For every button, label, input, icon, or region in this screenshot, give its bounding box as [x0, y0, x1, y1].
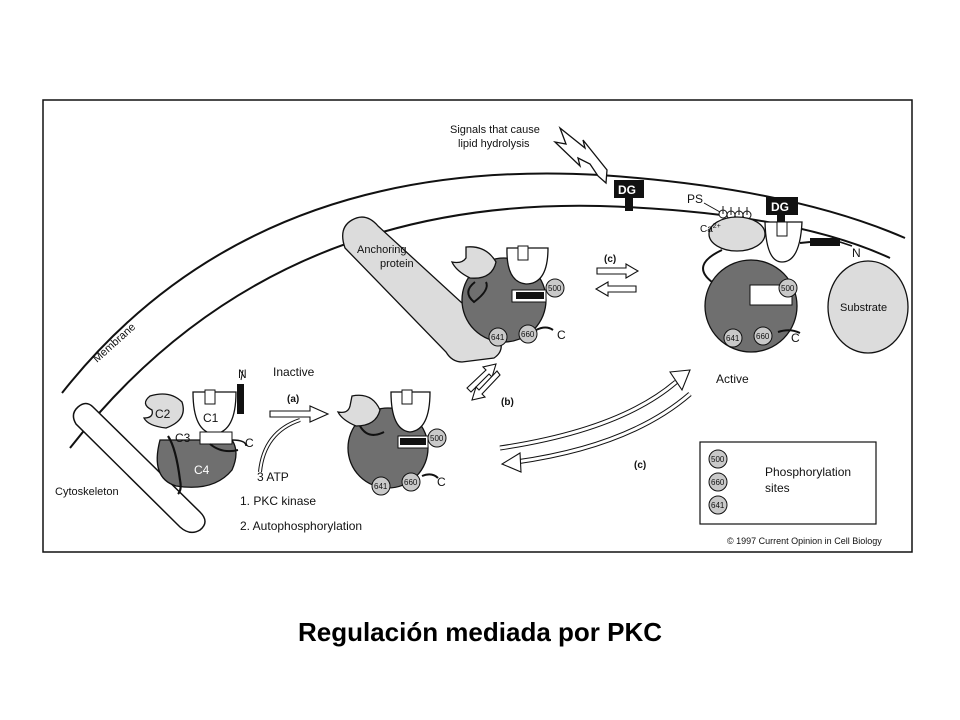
lightning-arrow: [552, 126, 608, 185]
anchored-site-641-marker: [488, 327, 508, 347]
copyright: © 1997 Current Opinion in Cell Biology: [727, 536, 882, 546]
arrow-c-long-up-head: [669, 369, 691, 392]
active-label: Active: [716, 372, 749, 386]
step-a: (a): [287, 394, 299, 405]
arrow-b-up: [466, 363, 497, 393]
domain-c1: C1: [203, 411, 219, 425]
legend-site-660: 660: [711, 478, 725, 487]
signals-line-1: Signals that cause: [450, 124, 540, 136]
legend-phos-line-1: Phosphorylation: [765, 465, 851, 479]
active-c-label: C: [791, 331, 800, 345]
arrow-a: [269, 405, 330, 423]
primed-c-label: C: [437, 475, 446, 489]
domain-c3: C3: [175, 431, 191, 445]
dg-marker-active: [766, 197, 798, 227]
arrow-b-down: [471, 370, 501, 401]
ca-symbol: Ca: [700, 224, 713, 235]
ca-superscript: 2+: [713, 223, 721, 230]
arrow-c-left: [594, 281, 637, 297]
domain-c2: C2: [155, 407, 171, 421]
anchored-site-500-marker: [545, 278, 565, 298]
dg-label-1: DG: [618, 183, 636, 197]
legend-site-641-marker: [708, 495, 728, 515]
active-site-500-marker: [778, 278, 798, 298]
step-autophos: 2. Autophosphorylation: [240, 519, 362, 533]
anchored-pkc: [450, 245, 554, 343]
anchoring-label: Anchoring protein: [357, 244, 414, 270]
step-c-bottom: (c): [634, 460, 646, 471]
primed-site-660: 660: [404, 478, 418, 487]
anchored-site-660-marker: [518, 324, 538, 344]
domain-c4: C4: [194, 463, 210, 477]
active-site-500: 500: [781, 284, 795, 293]
anchoring-line-2: protein: [380, 258, 414, 270]
active-site-641: 641: [726, 334, 740, 343]
primed-site-641-marker: [371, 476, 391, 496]
substrate: [827, 260, 909, 354]
ps-pointer: [703, 202, 721, 213]
ps-lipids: [718, 206, 752, 220]
primed-pkc: [336, 389, 439, 489]
legend-phos-line-2: sites: [765, 481, 790, 495]
signals-label: Signals that cause lipid hydrolysis: [450, 124, 543, 150]
anchoring-line-1: Anchoring: [357, 244, 407, 256]
legend-box: [699, 441, 877, 525]
active-n-label: N: [852, 246, 861, 260]
inactive-c-label: C: [245, 436, 254, 450]
inactive-pkc: [142, 369, 247, 495]
anchored-site-500: 500: [548, 284, 562, 293]
membrane-outer: [61, 172, 906, 394]
active-site-660-marker: [753, 326, 773, 346]
dg-label-2: DG: [771, 200, 789, 214]
slide-caption: Regulación mediada por PKC: [297, 617, 663, 647]
active-site-660: 660: [756, 332, 770, 341]
primed-site-641: 641: [374, 482, 388, 491]
primed-site-500-marker: [427, 428, 447, 448]
arrow-c-long-down-head: [500, 452, 522, 473]
arrow-c-long-up-inner: [499, 380, 677, 450]
inactive-n-label: N: [238, 367, 247, 381]
primed-site-500: 500: [430, 434, 444, 443]
arrow-c-right: [596, 263, 640, 279]
atp-curved-arrow-inner: [259, 419, 301, 473]
ps-label: PS: [687, 192, 703, 206]
dg-marker-membrane: [614, 180, 644, 211]
signals-line-2: lipid hydrolysis: [458, 138, 530, 150]
ca-label: Ca2+: [700, 223, 721, 235]
arrow-c-long-down-inner: [515, 392, 691, 464]
anchored-site-641: 641: [491, 333, 505, 342]
step-c-top: (c): [604, 254, 616, 265]
step-b: (b): [501, 397, 514, 408]
active-pkc: [702, 216, 853, 353]
legend-site-660-marker: [708, 472, 728, 492]
atp-label: 3 ATP: [257, 470, 289, 484]
legend-site-641: 641: [711, 501, 725, 510]
legend-site-500: 500: [711, 455, 725, 464]
primed-site-660-marker: [401, 472, 421, 492]
legend-site-500-marker: [708, 449, 728, 469]
inactive-label: Inactive: [273, 365, 315, 379]
substrate-label: Substrate: [840, 302, 887, 314]
anchored-c-label: C: [557, 328, 566, 342]
cytoskeleton: [72, 402, 206, 534]
cytoskeleton-label: Cytoskeleton: [55, 486, 119, 498]
step-pkc-kinase: 1. PKC kinase: [240, 494, 316, 508]
anchored-site-660: 660: [521, 330, 535, 339]
active-site-641-marker: [723, 328, 743, 348]
